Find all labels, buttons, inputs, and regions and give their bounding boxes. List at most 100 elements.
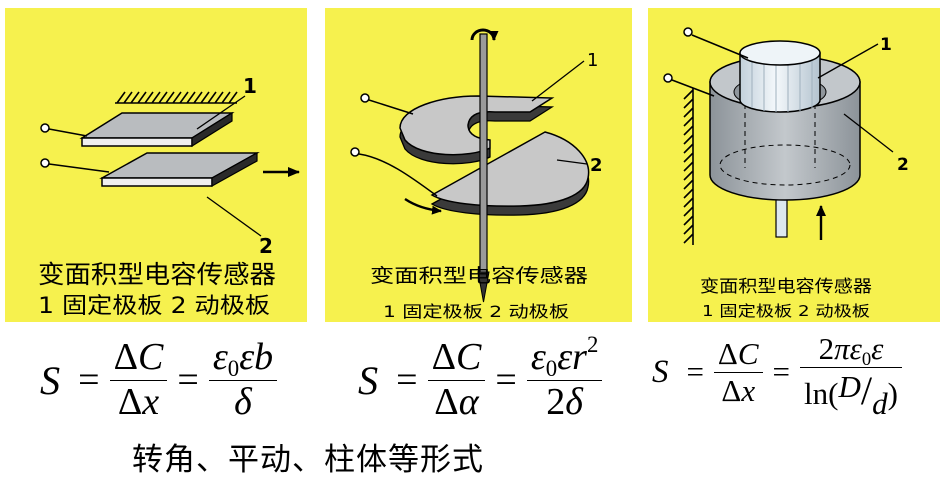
equals-sign: = <box>78 359 100 402</box>
sensitivity-formula-cylindrical: S = ΔC Δx = 2πε0ε ln(D/d) <box>652 331 902 421</box>
part-label-1: 1 <box>587 50 598 71</box>
cylindrical-sensor-diagram: 1 2 变面积型电容传感器 1 固定极板 2 动极板 <box>663 27 909 320</box>
inner-cylinder-top <box>739 40 821 66</box>
equals-sign: = <box>772 354 791 390</box>
part-label-2: 2 <box>259 234 273 258</box>
part-label-1: 1 <box>880 35 892 55</box>
panel-legend: 1 固定极板 2 动极板 <box>38 294 270 319</box>
numerator-rest: εr <box>557 336 587 378</box>
variable: C <box>456 336 482 378</box>
inner-cylinder-stripes <box>751 60 813 112</box>
panel-cylindrical: 1 2 变面积型电容传感器 1 固定极板 2 动极板 <box>648 8 940 322</box>
terminal-circle <box>40 158 50 168</box>
pi-symbol: π <box>834 331 850 366</box>
terminal-circle <box>683 27 693 37</box>
leader-line-2 <box>843 113 894 153</box>
equals-sign: = <box>495 359 517 402</box>
leader-line-2 <box>206 196 262 237</box>
terminal-circle <box>663 73 673 83</box>
panel-legend: 1 固定极板 2 动极板 <box>702 302 870 320</box>
panel-legend: 1 固定极板 2 动极板 <box>383 302 569 321</box>
coefficient: 2 <box>818 331 835 366</box>
lead-wire <box>368 99 414 115</box>
fraction-denominator: Δα <box>427 379 486 425</box>
formula-lhs: S <box>652 353 669 390</box>
panel-caption: 变面积型电容传感器 <box>700 277 872 297</box>
fraction-numerator: ΔC <box>714 336 763 372</box>
log-function: ln( <box>804 375 839 411</box>
rotating-plates-diagram: 1 2 变面积型电容传感器 1 固定极板 2 动极板 <box>350 28 603 321</box>
ground-hatch-wall <box>683 88 694 245</box>
delta-symbol: Δ <box>434 380 459 423</box>
moving-plate-top-face <box>430 131 590 207</box>
fraction-numerator: ε0εr2 <box>527 332 603 382</box>
rotation-arrow-icon <box>470 28 499 41</box>
epsilon: ε <box>530 336 546 378</box>
terminal-circle <box>360 93 370 103</box>
sensitivity-formula-linear: S = ΔC Δx = ε0εb δ <box>40 336 278 425</box>
variable: C <box>737 336 759 372</box>
lead-wire <box>691 34 749 59</box>
sensitivity-formula-angular: S = ΔC Δα = ε0εr2 2δ <box>358 332 603 425</box>
delta-symbol: Δ <box>117 380 143 423</box>
delta-symbol: Δ <box>431 336 457 378</box>
epsilon: ε <box>212 336 228 378</box>
sliding-plates-diagram: 1 2 变面积型电容传感器 1 固定极板 2 动极板 <box>38 74 300 319</box>
summary-text: 转角、平动、柱体等形式 <box>132 442 484 478</box>
variable: C <box>138 336 164 378</box>
coefficient: 2 <box>546 380 566 423</box>
moving-plate-front-edge <box>101 177 213 187</box>
fraction-denominator: Δx <box>713 371 763 409</box>
closing-paren: ) <box>887 375 898 411</box>
fraction-denominator: δ <box>208 379 278 425</box>
lead-wire <box>48 128 88 137</box>
fixed-plate-top-face <box>399 95 555 156</box>
moving-plate-side-edge <box>211 151 258 188</box>
ratio-fraction: ΔC Δx <box>713 336 763 409</box>
rotation-shaft <box>479 33 488 275</box>
equals-sign: = <box>396 359 418 402</box>
fraction-numerator: ΔC <box>110 336 168 380</box>
part-label-2: 2 <box>590 155 603 176</box>
formula-lhs: S <box>358 357 379 403</box>
fraction-numerator: ΔC <box>428 336 486 380</box>
superscript: 2 <box>586 331 599 357</box>
panel-rotating-plates: 1 2 变面积型电容传感器 1 固定极板 2 动极板 <box>325 8 632 322</box>
leader-line-2 <box>556 159 588 165</box>
fraction-denominator: Δx <box>109 379 168 425</box>
variable: δ <box>565 380 583 423</box>
numerator-rest: ε <box>871 331 884 366</box>
terminal-circle <box>350 147 360 157</box>
inner-diameter: d <box>872 385 888 421</box>
slash: / <box>860 367 873 413</box>
fixed-plate-front-edge <box>81 137 193 147</box>
subscript: 0 <box>545 356 558 382</box>
delta-symbol: Δ <box>717 336 738 372</box>
result-fraction: ε0εr2 2δ <box>526 332 603 425</box>
lead-wire <box>358 153 438 197</box>
numerator-rest: εb <box>239 336 274 378</box>
result-fraction: ε0εb δ <box>208 336 278 425</box>
lead-wire <box>48 163 110 173</box>
fraction-numerator: ε0εb <box>209 336 277 381</box>
epsilon: ε <box>849 331 862 366</box>
fraction-denominator: ln(D/d) <box>800 366 902 421</box>
leader-line-1 <box>196 95 246 130</box>
fraction-denominator: 2δ <box>526 379 603 425</box>
lead-wire <box>671 79 715 97</box>
variable: x <box>142 380 160 423</box>
result-fraction: 2πε0ε ln(D/d) <box>800 331 902 421</box>
variable: x <box>741 372 756 408</box>
shaft-tip <box>477 271 490 303</box>
ratio-fraction: ΔC Δx <box>109 336 168 425</box>
panel-caption: 变面积型电容传感器 <box>370 265 588 287</box>
fraction-numerator: 2πε0ε <box>800 331 902 370</box>
outer-diameter: D <box>838 368 861 404</box>
subscript: 0 <box>861 348 872 370</box>
terminal-circle <box>40 123 50 133</box>
equals-sign: = <box>177 359 199 402</box>
motion-arrow-rotate <box>404 197 442 215</box>
leader-line-1 <box>817 43 879 79</box>
ground-hatch-symbol <box>115 91 238 104</box>
hidden-ellipse <box>719 144 851 186</box>
